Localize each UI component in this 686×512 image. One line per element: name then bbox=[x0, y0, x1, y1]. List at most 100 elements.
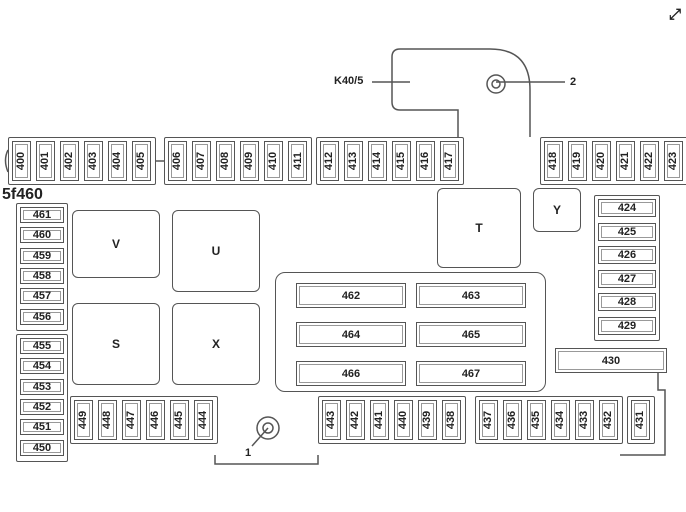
relay-463[interactable]: 463 bbox=[416, 283, 526, 308]
fuse-454[interactable]: 454 bbox=[20, 358, 64, 375]
fuse-452[interactable]: 452 bbox=[20, 398, 64, 415]
fuse-427[interactable]: 427 bbox=[598, 269, 656, 288]
fuse-411[interactable]: 411 bbox=[288, 141, 307, 181]
fuse-458[interactable]: 458 bbox=[20, 267, 64, 284]
fuse-label: 422 bbox=[643, 151, 656, 171]
fuse-440[interactable]: 440 bbox=[394, 400, 413, 440]
fuse-label: 404 bbox=[111, 151, 124, 171]
fuse-label: 432 bbox=[602, 410, 615, 430]
fuse-409[interactable]: 409 bbox=[240, 141, 259, 181]
fuse-401[interactable]: 401 bbox=[36, 141, 55, 181]
fuse-408[interactable]: 408 bbox=[216, 141, 235, 181]
fuse-428[interactable]: 428 bbox=[598, 293, 656, 311]
fuse-label: 433 bbox=[578, 410, 591, 430]
fuse-432[interactable]: 432 bbox=[599, 400, 618, 440]
bottom-fuse-group bbox=[475, 396, 623, 444]
fuse-443[interactable]: 443 bbox=[322, 400, 341, 440]
fuse-420[interactable]: 420 bbox=[592, 141, 611, 181]
fuse-414[interactable]: 414 bbox=[368, 141, 387, 181]
expand-icon[interactable]: ⤢ bbox=[668, 6, 681, 23]
relay-462[interactable]: 462 bbox=[296, 283, 406, 308]
relay-block-t: T bbox=[437, 188, 521, 268]
fuse-460[interactable]: 460 bbox=[20, 227, 64, 244]
fuse-451[interactable]: 451 bbox=[20, 419, 64, 436]
top-fuse-group bbox=[540, 137, 686, 185]
fuse-424[interactable]: 424 bbox=[598, 199, 656, 217]
bottom-fuse-group bbox=[70, 396, 218, 444]
relay-465[interactable]: 465 bbox=[416, 322, 526, 347]
fuse-421[interactable]: 421 bbox=[616, 141, 635, 181]
fuse-442[interactable]: 442 bbox=[346, 400, 365, 440]
fuse-label: 405 bbox=[135, 151, 148, 171]
k40-5-callout: K40/5 bbox=[334, 75, 364, 87]
relay-466[interactable]: 466 bbox=[296, 361, 406, 386]
fuse-label: 449 bbox=[77, 410, 90, 430]
fuse-402[interactable]: 402 bbox=[60, 141, 79, 181]
fuse-418[interactable]: 418 bbox=[544, 141, 563, 181]
fuse-447[interactable]: 447 bbox=[122, 400, 141, 440]
relay-464[interactable]: 464 bbox=[296, 322, 406, 347]
fuse-429[interactable]: 429 bbox=[598, 316, 656, 335]
fuse-label: 414 bbox=[371, 151, 384, 171]
fuse-415[interactable]: 415 bbox=[392, 141, 411, 181]
fuse-label: 445 bbox=[173, 410, 186, 430]
fuse-label: 431 bbox=[634, 410, 647, 430]
fuse-453[interactable]: 453 bbox=[20, 378, 64, 395]
fuse-422[interactable]: 422 bbox=[640, 141, 659, 181]
fuse-439[interactable]: 439 bbox=[418, 400, 437, 440]
fuse-406[interactable]: 406 bbox=[168, 141, 187, 181]
fuse-label: 446 bbox=[149, 410, 162, 430]
relay-block-x: X bbox=[172, 303, 260, 385]
relay-block-s: S bbox=[72, 303, 160, 385]
fuse-405[interactable]: 405 bbox=[132, 141, 151, 181]
fuse-434[interactable]: 434 bbox=[551, 400, 570, 440]
fuse-404[interactable]: 404 bbox=[108, 141, 127, 181]
fuse-label: 416 bbox=[419, 151, 432, 171]
fuse-413[interactable]: 413 bbox=[344, 141, 363, 181]
fuse-438[interactable]: 438 bbox=[442, 400, 461, 440]
fuse-419[interactable]: 419 bbox=[568, 141, 587, 181]
fuse-417[interactable]: 417 bbox=[440, 141, 459, 181]
fuse-461[interactable]: 461 bbox=[20, 207, 64, 223]
fuse-455[interactable]: 455 bbox=[20, 338, 64, 354]
fuse-448[interactable]: 448 bbox=[98, 400, 117, 440]
fuse-449[interactable]: 449 bbox=[74, 400, 93, 440]
relay-block-u: U bbox=[172, 210, 260, 292]
fuse-423[interactable]: 423 bbox=[664, 141, 683, 181]
fuse-425[interactable]: 425 bbox=[598, 222, 656, 241]
fuse-457[interactable]: 457 bbox=[20, 288, 64, 305]
fuse-label: 411 bbox=[291, 152, 304, 170]
top-fuse-group bbox=[164, 137, 312, 185]
fuse-412[interactable]: 412 bbox=[320, 141, 339, 181]
fuse-437[interactable]: 437 bbox=[479, 400, 498, 440]
relay-block-y: Y bbox=[533, 188, 581, 232]
fuse-436[interactable]: 436 bbox=[503, 400, 522, 440]
callout-1: 1 bbox=[245, 447, 252, 459]
fuse-444[interactable]: 444 bbox=[194, 400, 213, 440]
fuse-431[interactable]: 431 bbox=[631, 400, 650, 440]
fuse-label: 408 bbox=[219, 151, 232, 171]
callout-2: 2 bbox=[570, 76, 577, 88]
fuse-459[interactable]: 459 bbox=[20, 247, 64, 264]
fuse-label: 444 bbox=[197, 410, 210, 430]
fuse-400[interactable]: 400 bbox=[12, 141, 31, 181]
fuse-416[interactable]: 416 bbox=[416, 141, 435, 181]
fuse-label: 410 bbox=[267, 151, 280, 171]
fuse-441[interactable]: 441 bbox=[370, 400, 389, 440]
fuse-407[interactable]: 407 bbox=[192, 141, 211, 181]
fuse-label: 448 bbox=[101, 410, 114, 430]
fuse-433[interactable]: 433 bbox=[575, 400, 594, 440]
fuse-456[interactable]: 456 bbox=[20, 308, 64, 325]
fuse-410[interactable]: 410 bbox=[264, 141, 283, 181]
fuse-435[interactable]: 435 bbox=[527, 400, 546, 440]
fuse-430[interactable]: 430 bbox=[555, 348, 667, 373]
fuse-446[interactable]: 446 bbox=[146, 400, 165, 440]
fuse-403[interactable]: 403 bbox=[84, 141, 103, 181]
fuse-450[interactable]: 450 bbox=[20, 439, 64, 456]
fuse-445[interactable]: 445 bbox=[170, 400, 189, 440]
fuse-label: 420 bbox=[595, 151, 608, 171]
fuse-label: 421 bbox=[619, 151, 632, 171]
fuse-label: 402 bbox=[63, 151, 76, 171]
fuse-426[interactable]: 426 bbox=[598, 246, 656, 264]
relay-467[interactable]: 467 bbox=[416, 361, 526, 386]
